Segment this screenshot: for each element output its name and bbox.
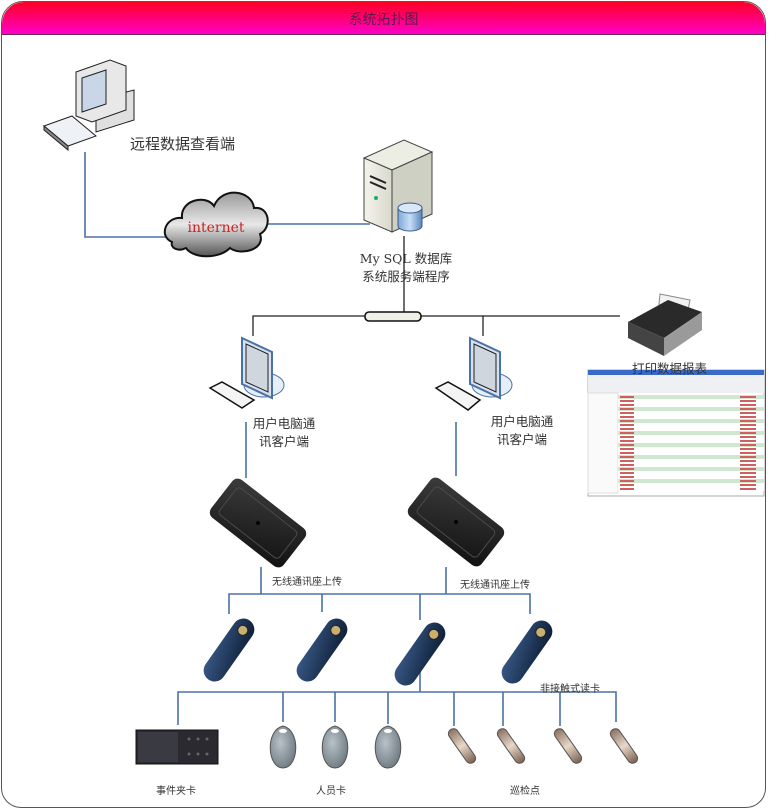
report-row	[618, 451, 764, 455]
rfid-keyfob-icon	[269, 725, 297, 769]
checkpoints-label: 巡检点	[510, 786, 540, 797]
printer-label: 打印数据报表	[632, 361, 708, 376]
checkpoint-button-icon	[496, 728, 526, 764]
client-right-label-line1: 用户电脑通	[490, 414, 554, 429]
server-label-line1: My SQL 数据库	[359, 251, 453, 266]
report-row	[618, 471, 764, 475]
wireless-dock-right	[407, 477, 505, 567]
report-row	[618, 455, 764, 459]
report-row	[618, 427, 764, 431]
network-hub-icon	[364, 311, 422, 322]
server-label-line2: 系统服务端程序	[362, 269, 450, 284]
report-row	[618, 443, 764, 447]
link-remote-internet	[84, 152, 170, 238]
report-row	[618, 475, 764, 479]
rfid-keyfob-icon	[321, 725, 349, 769]
internet-label: internet	[187, 220, 244, 236]
report-row	[618, 463, 764, 467]
report-row	[618, 487, 764, 491]
report-row	[618, 479, 764, 483]
rfid-keyfob-icon	[374, 725, 402, 769]
report-row	[618, 423, 764, 427]
client-left-computer	[208, 336, 285, 409]
checkpoint-button-icon	[553, 728, 583, 764]
readers-label: 非接触式读卡	[540, 684, 600, 695]
desktop-computer-icon	[43, 59, 135, 152]
report-row	[618, 415, 764, 419]
event-card-label: 事件夹卡	[156, 786, 196, 797]
dock-right-label: 无线通讯座上传	[460, 580, 530, 591]
card-reader-wand-icon	[394, 622, 446, 686]
report-row	[618, 467, 764, 471]
report-row	[618, 419, 764, 423]
wireless-dock-left	[209, 478, 307, 568]
server-database-icon	[362, 139, 434, 233]
personnel-cards-label: 人员卡	[316, 786, 346, 797]
title-bar: 系统拓扑图	[2, 2, 765, 35]
report-screenshot-icon	[587, 369, 765, 497]
server-label: My SQL 数据库 系统服务端程序	[346, 250, 466, 286]
diagram-title: 系统拓扑图	[348, 12, 419, 28]
client-left-label-line2: 讯客户端	[258, 434, 309, 449]
checkpoint-button-icon	[447, 728, 477, 764]
dock-left-label: 无线通讯座上传	[272, 577, 342, 588]
report-row	[618, 483, 764, 487]
report-row	[618, 411, 764, 415]
client-right-label: 用户电脑通 讯客户端	[482, 413, 562, 449]
link-bus	[252, 315, 620, 336]
report-row	[618, 447, 764, 451]
report-row	[618, 459, 764, 463]
client-left-label-line1: 用户电脑通	[252, 416, 316, 431]
printer-icon	[628, 293, 702, 356]
report-row	[618, 399, 764, 403]
report-row	[618, 395, 764, 399]
card-reader-wand-icon	[501, 620, 553, 684]
report-row	[618, 435, 764, 439]
link-card-bus	[177, 691, 617, 725]
remote-viewer-label: 远程数据查看端	[130, 135, 236, 153]
links	[84, 152, 620, 726]
report-row	[618, 407, 764, 411]
cloud-icon: internet	[163, 191, 269, 258]
link-reader-bus	[228, 593, 531, 614]
client-left-label: 用户电脑通 讯客户端	[244, 415, 324, 451]
card-reader-wand-icon	[203, 618, 255, 682]
report-row	[618, 439, 764, 443]
checkpoint-button-icon	[609, 728, 639, 764]
client-right-computer	[434, 336, 513, 411]
report-row	[618, 403, 764, 407]
card-reader-wand-icon	[296, 618, 348, 682]
client-right-label-line2: 讯客户端	[496, 432, 547, 447]
link-card-drops	[282, 692, 561, 726]
report-row	[618, 431, 764, 435]
event-card-folder-icon	[135, 729, 219, 765]
